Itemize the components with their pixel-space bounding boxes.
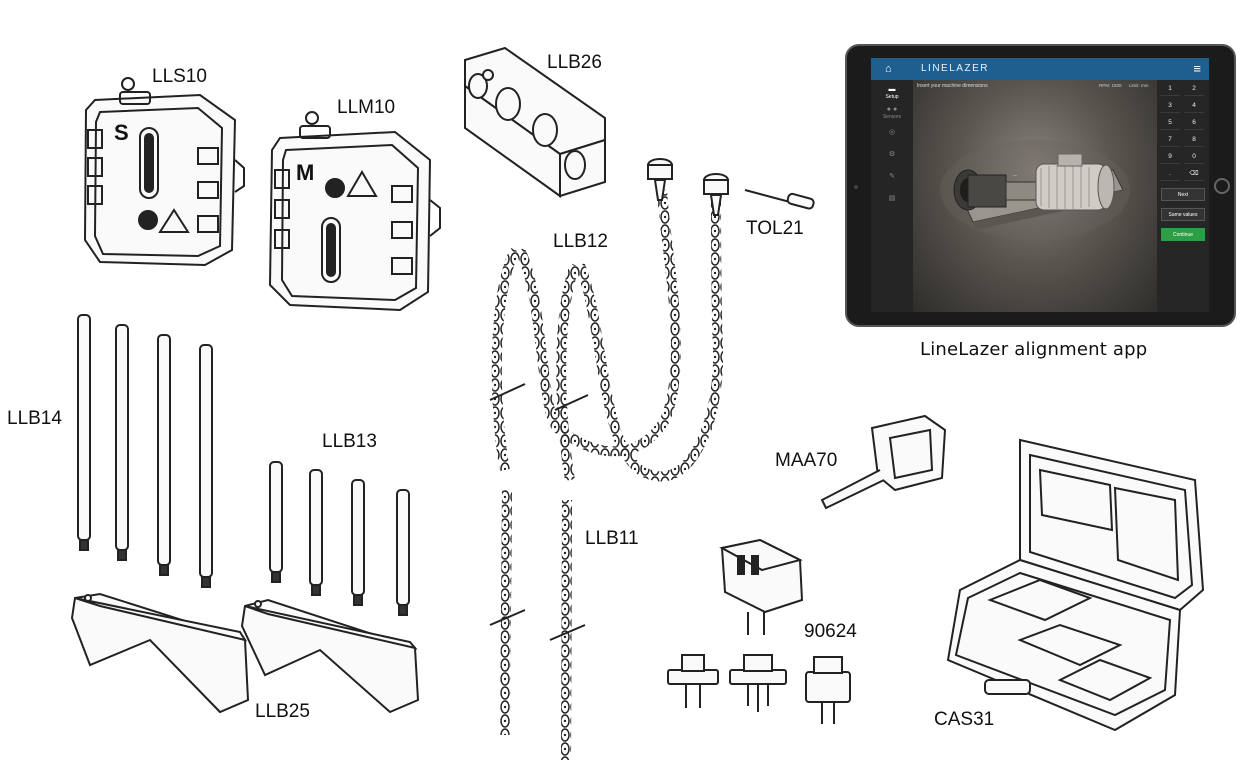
- sensors-icon: ● ●: [886, 106, 898, 113]
- cas31-carrying-case: [946, 438, 1205, 732]
- tablet-camera: [854, 185, 858, 189]
- same-values-button[interactable]: Same values: [1161, 208, 1205, 221]
- target-icon: ◎: [888, 129, 896, 136]
- machine-model: —: [940, 140, 1130, 240]
- sidebar-item-4[interactable]: ⚙: [871, 150, 913, 159]
- sidebar-item-5[interactable]: ✎: [871, 172, 913, 181]
- svg-text:—: —: [1013, 172, 1017, 177]
- llb11-chains: [489, 489, 586, 761]
- llb25-v-brackets: [70, 592, 420, 714]
- key-4[interactable]: 4: [1184, 99, 1204, 113]
- key-7[interactable]: 7: [1160, 133, 1180, 147]
- m-unit-letter: M: [296, 160, 314, 185]
- plug-adapters: [667, 654, 851, 724]
- key-1[interactable]: 1: [1160, 82, 1180, 96]
- numeric-keypad: 1 2 3 4 5 6 7 8 9 0 . ⌫ Next Same values…: [1157, 80, 1209, 312]
- next-button[interactable]: Next: [1161, 188, 1205, 201]
- app-top-bar: ⌂ LINELAZER ≡: [871, 58, 1209, 80]
- key-3[interactable]: 3: [1160, 99, 1180, 113]
- s-unit-letter: S: [114, 120, 129, 145]
- label-90624: 90624: [804, 621, 857, 642]
- chain-tensioner-knobs: [647, 158, 729, 216]
- llm10-sensor-unit: [268, 111, 441, 312]
- tablet-home-button: [1214, 178, 1230, 194]
- sidebar-item-sensors[interactable]: ● ● Sensors: [871, 106, 913, 120]
- key-8[interactable]: 8: [1184, 133, 1204, 147]
- key-9[interactable]: 9: [1160, 150, 1180, 164]
- sidebar-item-3[interactable]: ◎: [871, 128, 913, 137]
- app-brand: LINELAZER: [921, 63, 989, 74]
- label-lls10: LLS10: [152, 66, 207, 87]
- app-screen: ⌂ LINELAZER ≡ ▬ Setup ● ● Sensors ◎ ⚙ ✎: [871, 58, 1209, 312]
- label-llb12: LLB12: [553, 231, 608, 252]
- backspace-icon[interactable]: ⌫: [1184, 167, 1204, 181]
- key-6[interactable]: 6: [1184, 116, 1204, 130]
- key-0[interactable]: 0: [1184, 150, 1204, 164]
- key-2[interactable]: 2: [1184, 82, 1204, 96]
- sidebar-item-setup[interactable]: ▬ Setup: [871, 86, 913, 100]
- continue-button[interactable]: Continue: [1161, 228, 1205, 241]
- key-decimal[interactable]: .: [1160, 167, 1180, 181]
- label-maa70: MAA70: [775, 450, 838, 471]
- tol21-tool: [744, 189, 815, 210]
- p90624-power-adapter: [719, 538, 804, 635]
- llb14-long-rods: [77, 314, 213, 588]
- rpm-readout: RPM: 1500: [1099, 83, 1122, 88]
- home-icon[interactable]: ⌂: [885, 63, 892, 75]
- sidebar-item-label: Setup: [885, 94, 899, 100]
- sidebar-item-label: Sensors: [882, 114, 902, 120]
- limit-readout: Limit: mm: [1129, 83, 1149, 88]
- llb26-bracket: [464, 46, 606, 198]
- label-tol21: TOL21: [746, 218, 804, 239]
- lls10-sensor-unit: [83, 77, 245, 267]
- llb12-chains: [489, 189, 724, 482]
- key-5[interactable]: 5: [1160, 116, 1180, 130]
- report-icon: ▤: [888, 195, 896, 202]
- label-cas31: CAS31: [934, 709, 995, 730]
- label-app-caption: LineLazer alignment app: [920, 339, 1148, 360]
- tablet-device: ⌂ LINELAZER ≡ ▬ Setup ● ● Sensors ◎ ⚙ ✎: [845, 44, 1236, 327]
- maa70-tape-measure: [820, 414, 947, 510]
- app-sidebar: ▬ Setup ● ● Sensors ◎ ⚙ ✎ ▤: [871, 80, 913, 312]
- label-llb25: LLB25: [255, 701, 310, 722]
- label-llb13: LLB13: [322, 431, 377, 452]
- dimensions-prompt: Insert your machine dimensions: [917, 83, 988, 89]
- machine-3d-view[interactable]: Insert your machine dimensions RPM: 1500…: [913, 80, 1157, 312]
- label-llb14: LLB14: [7, 408, 62, 429]
- setup-icon: ▬: [888, 86, 896, 93]
- label-llm10: LLM10: [337, 97, 396, 118]
- label-llb11: LLB11: [585, 528, 639, 549]
- gear-icon: ⚙: [888, 151, 896, 158]
- wrench-icon: ✎: [889, 173, 895, 180]
- hamburger-menu-icon[interactable]: ≡: [1193, 61, 1201, 76]
- label-llb26: LLB26: [547, 52, 602, 73]
- sidebar-item-6[interactable]: ▤: [871, 194, 913, 203]
- llb13-short-rods: [269, 461, 410, 616]
